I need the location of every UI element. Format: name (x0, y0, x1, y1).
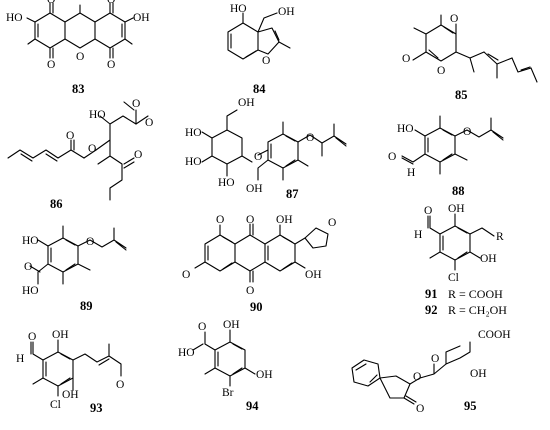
structure-94: OH O HO OH Br 94 (178, 319, 273, 413)
ether-oxygen-label: O (86, 236, 94, 248)
compound-label-88: 88 (452, 184, 465, 198)
ether-oxygen-label: O (306, 132, 314, 144)
carbonyl-oxygen-label: O (107, 0, 115, 6)
structure-87: OH HO HO HO O O OH 87 (185, 97, 347, 201)
hydroxy-label: HO (230, 3, 247, 15)
aldehyde-hydrogen-label: H (414, 229, 422, 241)
structure-84: HO OH O 84 (227, 3, 295, 96)
carbonyl-oxygen-label: O (246, 214, 254, 226)
carbonyl-oxygen-label: O (246, 285, 254, 297)
hydroxy-label: HO (218, 177, 235, 189)
compound-label-94: 94 (246, 399, 259, 413)
hydroxy-label: HO (89, 109, 106, 121)
chlorine-label: Cl (50, 399, 61, 411)
structure-95: O O O OH COOH 95 (351, 329, 511, 415)
compound-label-87: 87 (286, 187, 299, 201)
compound-label-86: 86 (50, 197, 63, 211)
structure-88: HO O O H 88 (388, 115, 504, 198)
structure-91-92: O H OH R OH Cl 91 R = COOH 92 R = CH₂OH (414, 203, 507, 317)
aldehyde-oxygen-label: O (388, 151, 396, 163)
carbonyl-oxygen-label: O (107, 59, 115, 71)
hydroxy-label: OH (278, 6, 295, 18)
methoxy-oxygen-label: O (145, 117, 153, 129)
hydroxy-label: OH (305, 269, 322, 281)
ketone-oxygen-label: O (134, 149, 142, 161)
substituent-definition-92: R = CH₂OH (448, 303, 507, 317)
hydroxy-label: OH (276, 214, 293, 226)
compound-label-89: 89 (80, 299, 93, 313)
ketone-oxygen-label: O (416, 403, 424, 415)
compound-label-95: 95 (464, 399, 477, 413)
carbonyl-oxygen-label: O (132, 98, 140, 110)
substituent-definition-91: R = COOH (448, 287, 503, 301)
structure-86: O O HO O O O 86 (7, 98, 153, 211)
hydroxy-label: HO (185, 156, 202, 168)
carboxylic-acid-label: COOH (478, 329, 511, 341)
hydroxy-label: HO (185, 127, 202, 139)
aldehyde-hydrogen-label: H (16, 353, 24, 365)
carbonyl-oxygen-label: O (24, 261, 32, 273)
furan-oxygen-label: O (262, 55, 270, 67)
hydroxy-label: OH (223, 319, 240, 331)
structure-93: O H OH O OH Cl 93 (16, 329, 124, 415)
structure-90: O O O O OH OH O 90 (182, 214, 336, 314)
compound-label-83: 83 (72, 82, 85, 96)
hydroxy-label: HO (22, 285, 39, 297)
ester-oxygen-label: O (88, 143, 96, 155)
compound-label-93: 93 (90, 401, 103, 415)
aldehyde-oxygen-label: O (424, 205, 432, 217)
aldehyde-hydrogen-label: H (407, 167, 415, 179)
carbonyl-oxygen-label: O (431, 353, 439, 365)
aldehyde-oxygen-label: O (116, 379, 124, 391)
carbonyl-oxygen-label: O (47, 59, 55, 71)
compound-label-85: 85 (455, 88, 468, 102)
hydroxy-label: OH (62, 389, 79, 401)
ester-oxygen-label: O (413, 371, 421, 383)
compound-label-90: 90 (250, 300, 263, 314)
aldehyde-oxygen-label: O (28, 331, 36, 343)
compound-label-91: 91 (425, 287, 438, 301)
carbonyl-oxygen-label: O (198, 321, 206, 333)
hydroxy-label: OH (133, 12, 150, 24)
hydroxy-label: OH (52, 329, 69, 341)
hydroxy-label: HO (22, 235, 39, 247)
furan-oxygen-label: O (328, 217, 336, 229)
carbonyl-oxygen-label: O (66, 130, 74, 142)
methoxy-oxygen-label: O (216, 214, 224, 226)
compound-label-84: 84 (253, 82, 266, 96)
structure-85: O O O 85 (402, 13, 538, 102)
methoxy-oxygen-label: O (182, 269, 190, 281)
hydroxy-label: OH (246, 183, 263, 195)
hydroxy-label: OH (470, 368, 487, 380)
hydroxy-label: OH (480, 253, 497, 265)
structure-89: HO O O HO 89 (22, 225, 127, 313)
bromine-label: Br (222, 387, 234, 399)
ether-oxygen-label: O (463, 126, 471, 138)
hydroxy-label: OH (238, 97, 255, 109)
hydroxy-label: OH (448, 203, 465, 215)
ring-oxygen-label: O (76, 51, 84, 63)
hydroxy-label: HO (178, 347, 195, 359)
substituent-r-label: R (496, 231, 504, 243)
chlorine-label: Cl (448, 272, 459, 284)
structure-83: HO OH O O O O O 83 (6, 0, 150, 96)
pyran-oxygen-label: O (437, 65, 445, 77)
glycoside-oxygen-label: O (254, 151, 262, 163)
compound-label-92: 92 (425, 303, 438, 317)
methoxy-oxygen-label: O (402, 53, 410, 65)
carbonyl-oxygen-label: O (47, 0, 55, 6)
carbonyl-oxygen-label: O (450, 13, 458, 25)
hydroxy-label: HO (6, 12, 23, 24)
hydroxy-label: HO (397, 123, 414, 135)
hydroxy-label: OH (256, 369, 273, 381)
